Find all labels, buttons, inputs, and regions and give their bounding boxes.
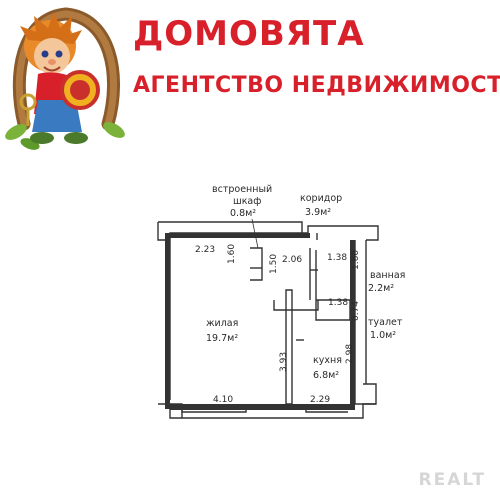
bathroom-area: 2.2м² (368, 283, 394, 294)
agency-title: ДОМОВЯТА (133, 14, 365, 54)
header: ДОМОВЯТА АГЕНТСТВО НЕДВИЖИМОСТИ (0, 0, 500, 170)
toilet-area: 1.0м² (370, 330, 396, 341)
dim-toilet-width: 1.38 (328, 298, 348, 308)
corridor-area: 3.9м² (305, 207, 331, 218)
wardrobe-label-1: встроенный (212, 184, 272, 195)
corridor-label: коридор (300, 193, 342, 204)
dim-kitchen-depth: 2.98 (345, 344, 355, 364)
dim-bathroom-width: 1.38 (327, 253, 347, 263)
toilet-label: туалет (368, 317, 403, 328)
wardrobe-area: 0.8м² (230, 208, 256, 219)
dim-toilet-height: 0.74 (351, 301, 361, 321)
kitchen-area: 6.8м² (313, 370, 339, 381)
living-label: жилая (206, 318, 238, 329)
domovyata-logo (5, 7, 125, 150)
floor-plan: встроенный шкаф 0.8м² коридор 3.9м² ванн… (157, 184, 405, 419)
bathroom-label: ванная (370, 270, 405, 281)
dim-top-left: 2.23 (195, 245, 215, 255)
dim-wardrobe-height: 1.60 (227, 244, 237, 264)
dim-wardrobe-width: 1.50 (269, 254, 279, 274)
dim-living-depth: 3.93 (279, 352, 289, 372)
wardrobe-label-2: шкаф (233, 196, 261, 207)
agency-subtitle: АГЕНТСТВО НЕДВИЖИМОСТИ (133, 73, 500, 98)
dim-bottom-left: 4.10 (213, 395, 233, 405)
dim-corridor-width: 2.06 (282, 255, 302, 265)
living-area: 19.7м² (206, 333, 238, 344)
dim-bathroom-height: 1.60 (351, 250, 361, 270)
dim-bottom-right: 2.29 (310, 395, 330, 405)
kitchen-label: кухня (313, 355, 342, 366)
realt-watermark: REALT (418, 470, 486, 490)
